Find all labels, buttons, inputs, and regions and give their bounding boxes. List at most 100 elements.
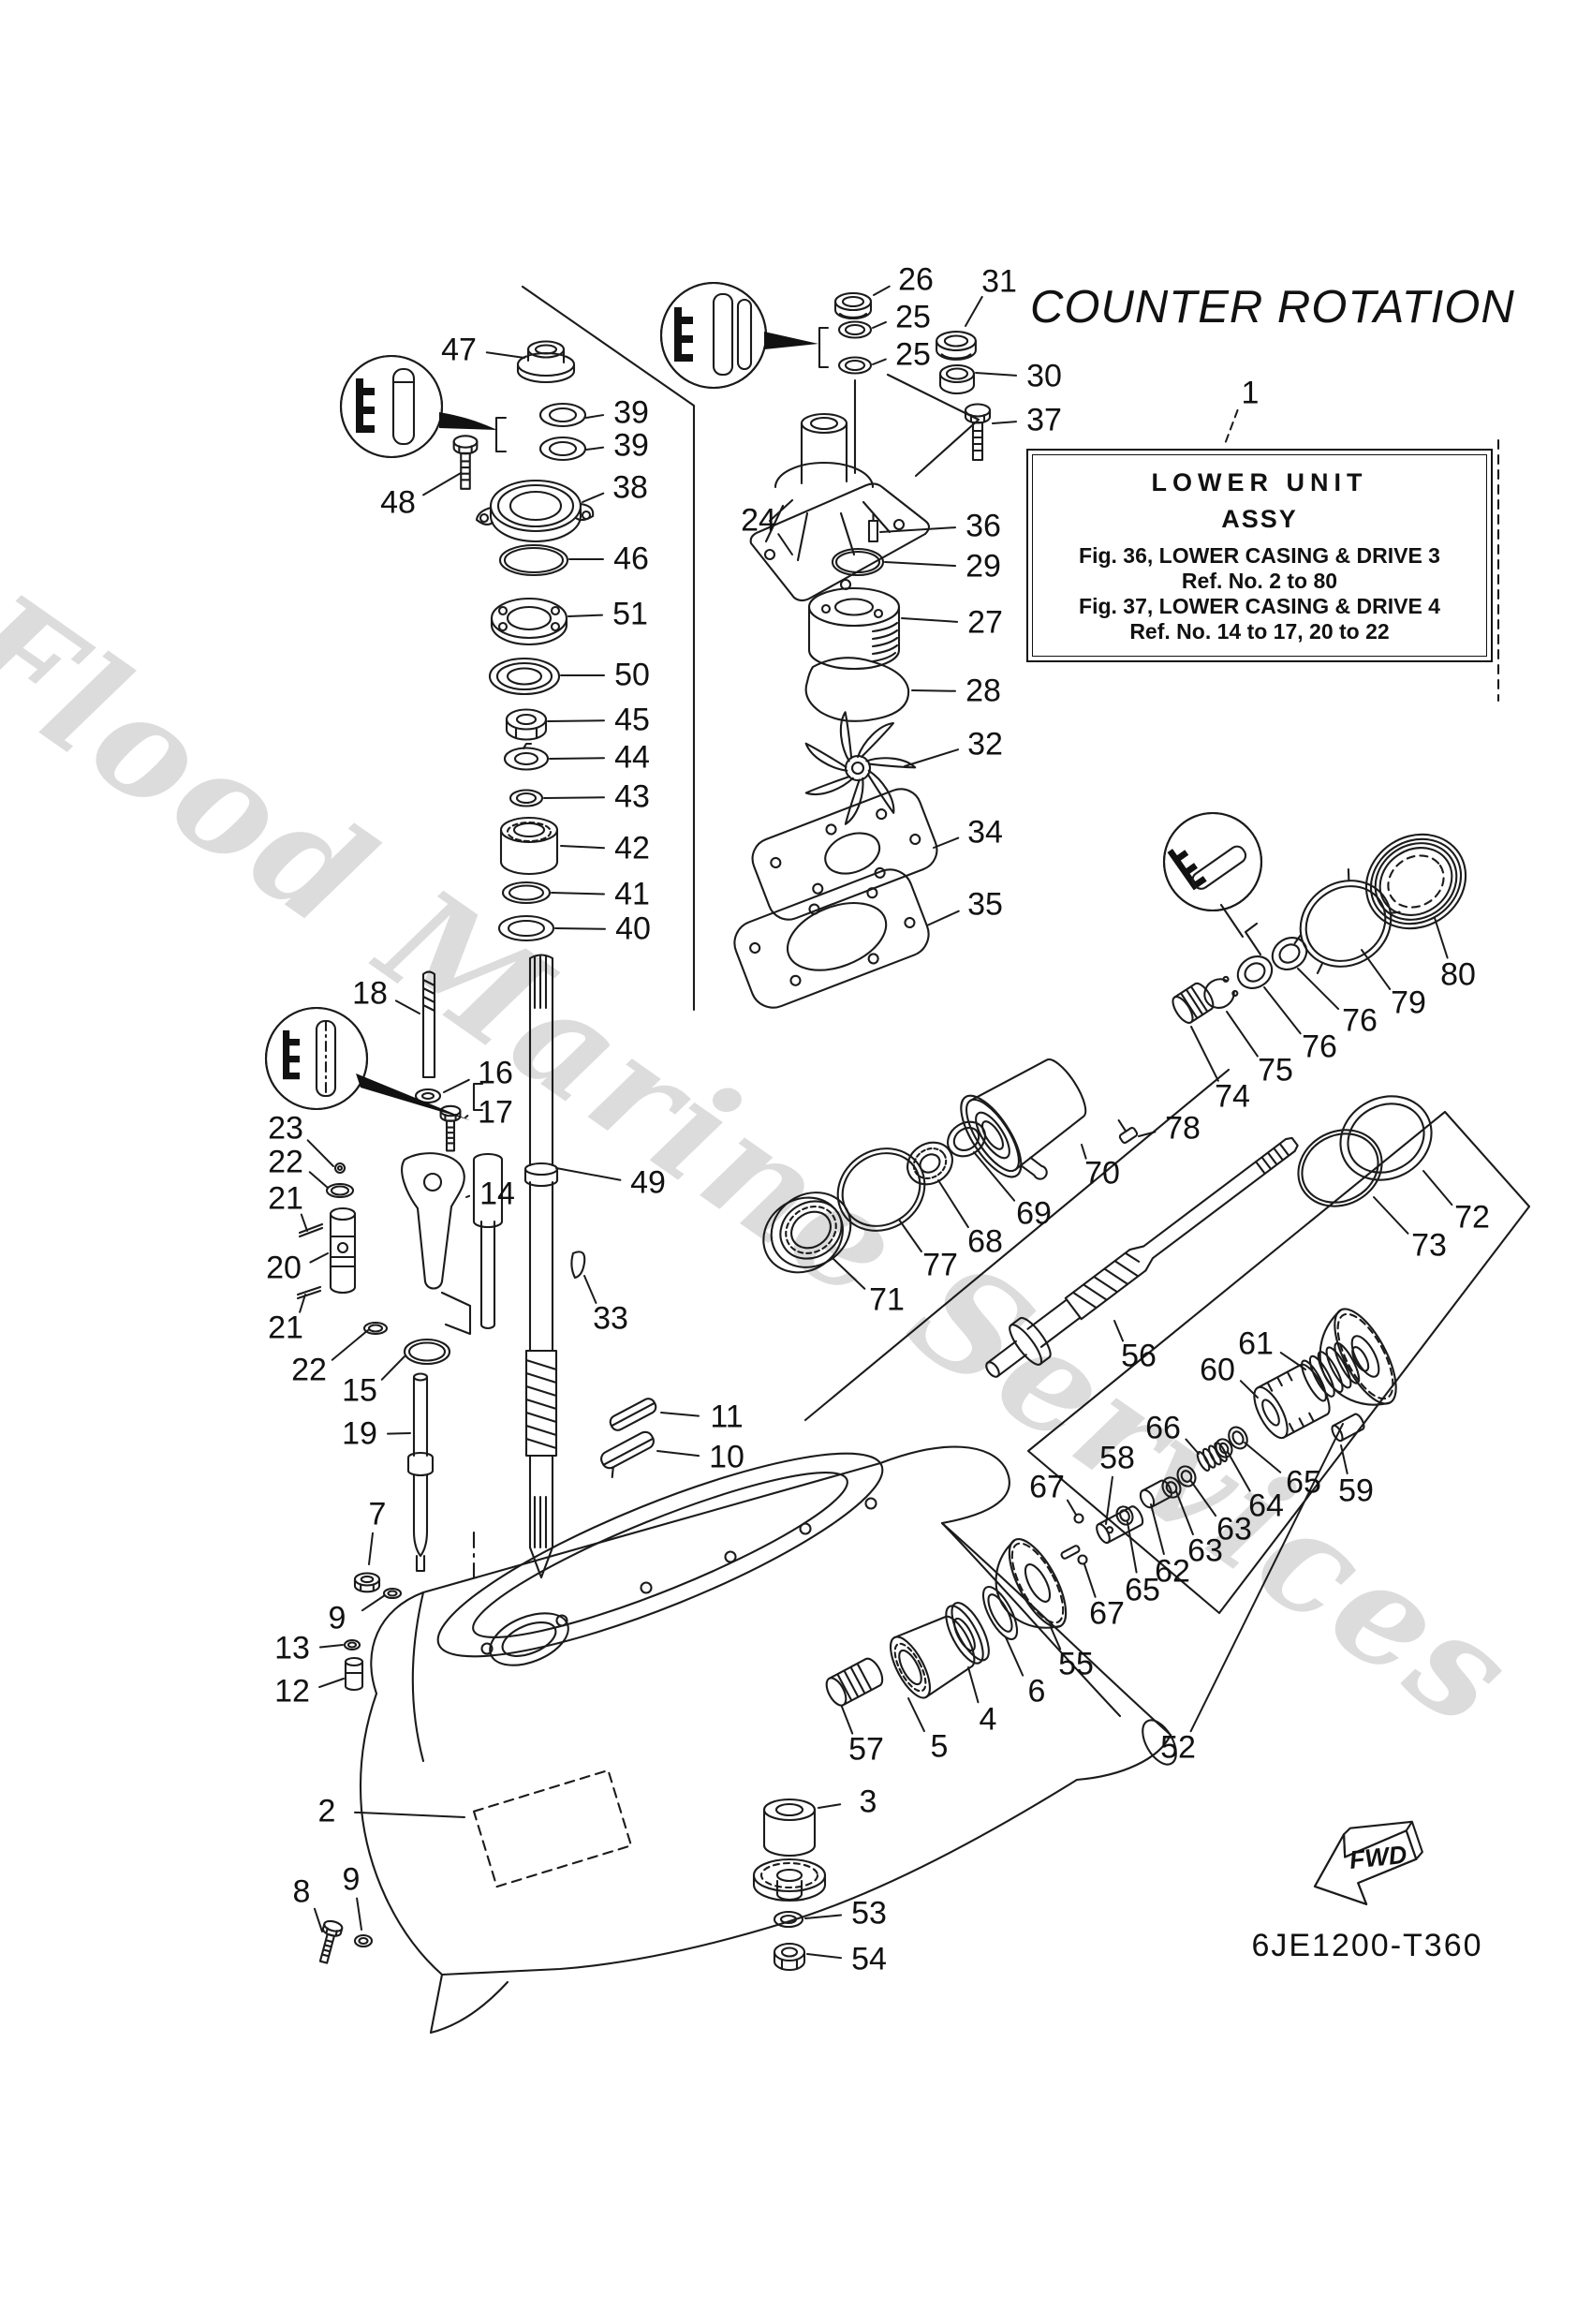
part-callout-15[interactable]: 15: [342, 1372, 377, 1409]
part-callout-49[interactable]: 49: [630, 1164, 666, 1201]
part-callout-2[interactable]: 2: [317, 1793, 336, 1829]
shift-rod-group: [298, 972, 584, 1599]
part-callout-29[interactable]: 29: [965, 548, 1001, 585]
part-callout-1[interactable]: 1: [1241, 375, 1260, 411]
part-callout-11[interactable]: 11: [710, 1399, 744, 1435]
part-callout-60[interactable]: 60: [1200, 1352, 1235, 1388]
part-callout-16[interactable]: 16: [478, 1055, 513, 1091]
part-callout-21[interactable]: 21: [268, 1180, 303, 1217]
fwd-arrow: FWD: [1304, 1814, 1431, 1914]
part-callout-72[interactable]: 72: [1454, 1199, 1490, 1236]
part-callout-44[interactable]: 44: [614, 739, 650, 776]
part-callout-8[interactable]: 8: [292, 1873, 311, 1910]
part-callout-56[interactable]: 56: [1121, 1338, 1157, 1374]
part-callout-76[interactable]: 76: [1302, 1029, 1337, 1065]
part-callout-73[interactable]: 73: [1411, 1227, 1447, 1264]
part-callout-65[interactable]: 65: [1125, 1572, 1160, 1608]
part-callout-39[interactable]: 39: [613, 394, 649, 431]
part-callout-51[interactable]: 51: [612, 596, 648, 632]
part-callout-61[interactable]: 61: [1238, 1325, 1274, 1362]
part-callout-63[interactable]: 63: [1187, 1532, 1223, 1569]
leader-line-71: [833, 1259, 864, 1289]
part-callout-27[interactable]: 27: [967, 604, 1003, 641]
part-callout-32[interactable]: 32: [967, 726, 1003, 762]
part-callout-55[interactable]: 55: [1058, 1646, 1094, 1682]
part-callout-18[interactable]: 18: [352, 975, 388, 1012]
part-callout-34[interactable]: 34: [967, 814, 1003, 851]
part-callout-66[interactable]: 66: [1145, 1410, 1181, 1446]
part-callout-14[interactable]: 14: [479, 1176, 515, 1212]
part-callout-25[interactable]: 25: [895, 299, 931, 335]
part-callout-26[interactable]: 26: [898, 261, 934, 298]
part-callout-67[interactable]: 67: [1089, 1595, 1125, 1632]
part-callout-22[interactable]: 22: [268, 1144, 303, 1180]
part-callout-45[interactable]: 45: [614, 702, 650, 738]
part-callout-54[interactable]: 54: [851, 1941, 887, 1977]
leader-line-62: [1151, 1504, 1164, 1554]
part-callout-5[interactable]: 5: [930, 1728, 949, 1765]
part-callout-37[interactable]: 37: [1026, 402, 1062, 438]
part-callout-17[interactable]: 17: [478, 1094, 513, 1131]
part-callout-4[interactable]: 4: [979, 1701, 997, 1738]
part-callout-39[interactable]: 39: [613, 427, 649, 464]
part-callout-74[interactable]: 74: [1215, 1078, 1250, 1115]
part-callout-12[interactable]: 12: [274, 1673, 310, 1710]
leader-line-57: [842, 1707, 852, 1734]
part-callout-35[interactable]: 35: [967, 886, 1003, 923]
part-callout-71[interactable]: 71: [869, 1281, 905, 1318]
part-callout-36[interactable]: 36: [965, 508, 1001, 544]
part-callout-65[interactable]: 65: [1286, 1464, 1321, 1501]
part-callout-13[interactable]: 13: [274, 1630, 310, 1666]
part-callout-75[interactable]: 75: [1258, 1052, 1293, 1088]
part-callout-58[interactable]: 58: [1099, 1440, 1135, 1476]
part-callout-6[interactable]: 6: [1027, 1673, 1046, 1710]
part-callout-9[interactable]: 9: [342, 1861, 361, 1898]
leader-line-33: [584, 1276, 596, 1303]
part-callout-10[interactable]: 10: [709, 1439, 744, 1475]
part-callout-62[interactable]: 62: [1155, 1553, 1190, 1590]
part-callout-22[interactable]: 22: [291, 1352, 327, 1388]
part-callout-63[interactable]: 63: [1216, 1511, 1252, 1547]
part-callout-80[interactable]: 80: [1440, 956, 1476, 993]
part-callout-70[interactable]: 70: [1084, 1155, 1120, 1192]
part-callout-38[interactable]: 38: [612, 469, 648, 506]
part-callout-41[interactable]: 41: [614, 876, 650, 912]
leader-line-56: [1114, 1321, 1123, 1340]
part-callout-57[interactable]: 57: [848, 1731, 884, 1768]
part-callout-40[interactable]: 40: [615, 910, 651, 947]
leader-line-41: [552, 893, 604, 895]
leader-line-14: [466, 1196, 469, 1197]
leader-line-51: [568, 615, 602, 616]
part-callout-68[interactable]: 68: [967, 1223, 1003, 1260]
part-callout-43[interactable]: 43: [614, 778, 650, 815]
part-callout-25[interactable]: 25: [895, 336, 931, 373]
part-callout-3[interactable]: 3: [859, 1784, 877, 1820]
part-callout-20[interactable]: 20: [266, 1250, 302, 1286]
part-callout-76[interactable]: 76: [1342, 1002, 1378, 1039]
part-callout-52[interactable]: 52: [1160, 1729, 1196, 1766]
part-callout-42[interactable]: 42: [614, 830, 650, 866]
part-callout-23[interactable]: 23: [268, 1110, 303, 1147]
part-callout-9[interactable]: 9: [328, 1600, 346, 1636]
part-callout-28[interactable]: 28: [965, 673, 1001, 709]
part-callout-50[interactable]: 50: [614, 657, 650, 693]
part-callout-46[interactable]: 46: [613, 540, 649, 577]
part-callout-64[interactable]: 64: [1248, 1488, 1284, 1524]
part-callout-21[interactable]: 21: [268, 1310, 303, 1346]
part-callout-53[interactable]: 53: [851, 1895, 887, 1932]
part-callout-33[interactable]: 33: [593, 1300, 628, 1337]
part-callout-77[interactable]: 77: [922, 1247, 958, 1283]
part-callout-47[interactable]: 47: [441, 332, 477, 368]
part-callout-48[interactable]: 48: [380, 484, 416, 521]
part-callout-31[interactable]: 31: [981, 263, 1017, 300]
part-callout-67[interactable]: 67: [1029, 1469, 1065, 1505]
part-callout-24[interactable]: 24: [741, 502, 776, 539]
part-callout-79[interactable]: 79: [1391, 984, 1426, 1021]
part-callout-78[interactable]: 78: [1165, 1110, 1201, 1147]
part-callout-7[interactable]: 7: [368, 1496, 387, 1532]
part-callout-19[interactable]: 19: [342, 1415, 377, 1452]
part-callout-30[interactable]: 30: [1026, 358, 1062, 394]
part-callout-69[interactable]: 69: [1016, 1195, 1052, 1232]
part-callout-59[interactable]: 59: [1338, 1473, 1374, 1509]
leader-line-4: [968, 1667, 978, 1702]
